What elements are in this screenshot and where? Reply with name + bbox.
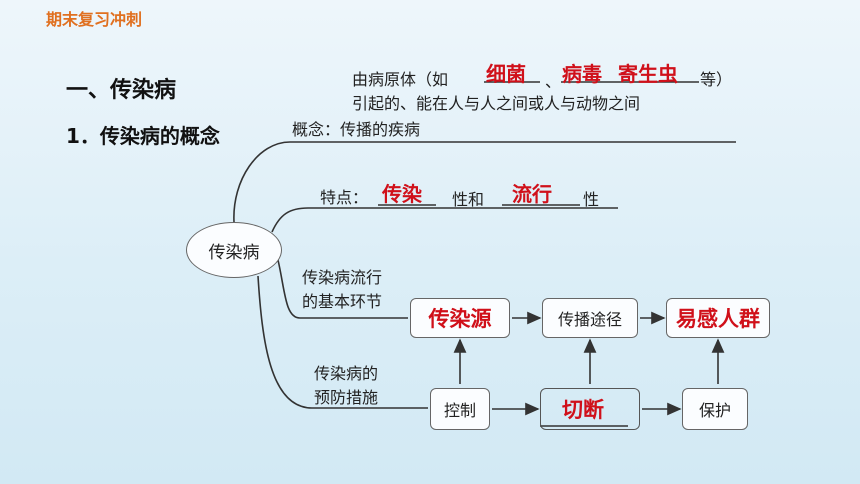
node-control: 控制 — [430, 388, 490, 430]
concept-answer-bacteria: 细菌 — [486, 62, 526, 86]
concept-line1-suffix: 等） — [700, 70, 733, 89]
feature-prefix: 特点： — [320, 188, 369, 207]
node-infection-source: 传染源 — [410, 298, 510, 338]
feature-middle: 性和 — [452, 190, 485, 209]
node-transmission-route: 传播途径 — [542, 298, 638, 338]
concept-separator: 、 — [545, 72, 562, 91]
feature-answer-epidemic: 流行 — [512, 182, 552, 206]
concept-line1-prefix: 由病原体（如 — [352, 70, 449, 89]
prevention-label-line2: 预防措施 — [314, 388, 379, 407]
answer-cut: 切断 — [562, 398, 604, 422]
node-protect: 保护 — [682, 388, 748, 430]
answer-infection-source: 传染源 — [428, 307, 492, 331]
prevention-label-line1: 传染病的 — [314, 364, 379, 383]
transmission-route-label: 传播途径 — [557, 310, 622, 329]
links-label-line1: 传染病流行 — [302, 268, 383, 287]
concept-answer-virus: 病毒 — [562, 62, 602, 86]
section-title: 一、传染病 — [66, 78, 177, 103]
answer-susceptible-population: 易感人群 — [676, 307, 760, 331]
concept-line2: 引起的、能在人与人之间或人与动物之间 — [352, 94, 641, 113]
header-label: 期末复习冲刺 — [46, 10, 143, 29]
links-label-line2: 的基本环节 — [302, 292, 383, 311]
center-node: 传染病 — [186, 222, 282, 278]
concept-answer-parasite: 寄生虫 — [618, 62, 678, 86]
node-cut: 切断 — [540, 388, 640, 430]
control-label: 控制 — [443, 401, 476, 420]
subsection-title: 1．传染病的概念 — [66, 124, 220, 148]
center-label: 传染病 — [208, 242, 260, 263]
feature-answer-infectious: 传染 — [382, 182, 422, 206]
concept-line3: 概念：传播的疾病 — [292, 120, 421, 139]
feature-suffix: 性 — [583, 190, 600, 209]
protect-label: 保护 — [698, 401, 731, 420]
node-susceptible-population: 易感人群 — [666, 298, 770, 338]
